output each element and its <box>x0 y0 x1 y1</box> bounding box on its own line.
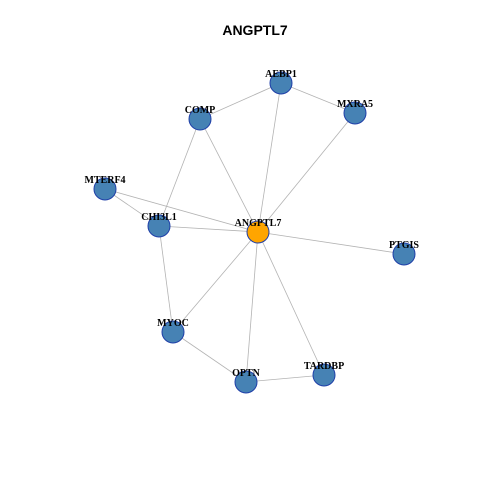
node-label-aebp1: AEBP1 <box>265 69 297 80</box>
node-tardbp[interactable] <box>312 363 336 387</box>
edge-angptl7-comp <box>199 118 259 233</box>
node-label-comp: COMP <box>185 105 216 116</box>
node-ptgis[interactable] <box>392 242 416 266</box>
edge-angptl7-myoc <box>172 231 259 333</box>
node-comp[interactable] <box>188 107 212 131</box>
node-mterf4[interactable] <box>93 177 117 201</box>
node-label-mterf4: MTERF4 <box>84 175 125 186</box>
node-label-optn: OPTN <box>232 368 261 379</box>
node-chi3l1[interactable] <box>147 214 171 238</box>
edge-angptl7-mterf4 <box>104 188 259 233</box>
edge-optn-tardbp <box>245 374 325 383</box>
node-label-chi3l1: CHI3L1 <box>141 212 177 223</box>
node-layer <box>93 71 416 394</box>
node-myoc[interactable] <box>161 320 185 344</box>
node-label-angptl7: ANGPTL7 <box>235 218 282 229</box>
edge-aebp1-mxra5 <box>280 82 356 114</box>
node-label-ptgis: PTGIS <box>389 240 419 251</box>
graph-title: ANGPTL7 <box>222 22 288 38</box>
edge-aebp1-comp <box>199 82 282 120</box>
edge-angptl7-mxra5 <box>257 112 356 233</box>
node-angptl7[interactable] <box>246 220 270 244</box>
node-optn[interactable] <box>234 370 258 394</box>
edge-comp-chi3l1 <box>158 118 201 227</box>
node-aebp1[interactable] <box>269 71 293 95</box>
node-label-tardbp: TARDBP <box>304 361 344 372</box>
edge-myoc-optn <box>172 331 247 383</box>
edge-angptl7-chi3l1 <box>158 225 259 233</box>
edge-chi3l1-myoc <box>158 225 174 333</box>
edge-angptl7-optn <box>245 231 259 383</box>
node-label-myoc: MYOC <box>157 318 189 329</box>
node-label-mxra5: MXRA5 <box>337 99 373 110</box>
node-mxra5[interactable] <box>343 101 367 125</box>
edge-angptl7-tardbp <box>257 231 325 376</box>
edge-angptl7-ptgis <box>257 231 405 255</box>
edge-angptl7-aebp1 <box>257 82 282 233</box>
